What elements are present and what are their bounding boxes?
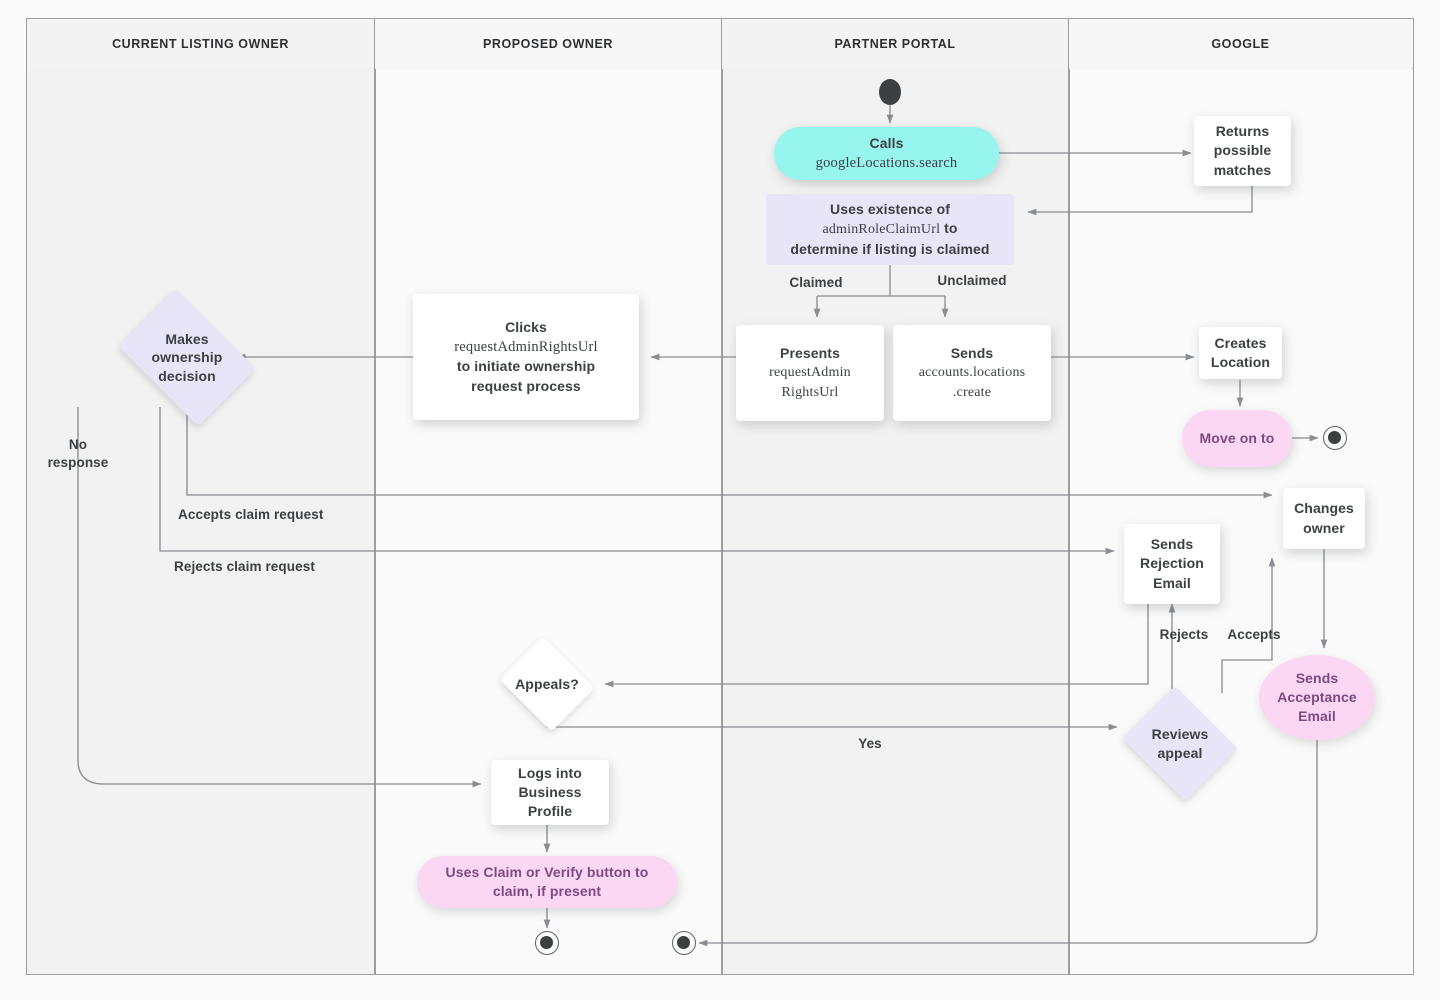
node-clicks-line4: request process bbox=[471, 377, 581, 394]
node-sends-create-line1: Sends bbox=[950, 345, 994, 362]
edge-label-rejects: Rejects bbox=[1159, 627, 1209, 642]
start-node bbox=[879, 79, 901, 105]
lane-current-listing-owner bbox=[27, 19, 374, 974]
lane-divider-2 bbox=[721, 19, 723, 974]
node-move-on-to[interactable]: Move on to bbox=[1182, 410, 1292, 467]
node-sends-accounts-locations-create[interactable]: Sends accounts.locations .create bbox=[893, 325, 1051, 421]
node-uses-existence-line3: determine if listing is claimed bbox=[790, 240, 990, 257]
node-reviews-appeal[interactable]: Reviews appeal bbox=[1117, 685, 1243, 802]
node-clicks-line1: Clicks bbox=[505, 319, 547, 336]
node-makes-ownership-decision[interactable]: Makes ownership decision bbox=[107, 288, 267, 427]
lane-proposed-owner bbox=[374, 19, 721, 974]
edge-label-accepts-claim-request: Accepts claim request bbox=[178, 507, 324, 522]
node-sends-acceptance-email-label: Sends Acceptance Email bbox=[1277, 669, 1357, 725]
node-sends-create-line2: accounts.locations bbox=[918, 365, 1026, 381]
node-clicks-requestadminrightsurl[interactable]: Clicks requestAdminRightsUrl to initiate… bbox=[413, 294, 639, 420]
node-reviews-appeal-label: Reviews appeal bbox=[1151, 726, 1209, 761]
node-clicks-line3: to initiate ownership bbox=[456, 358, 596, 375]
node-creates-location[interactable]: Creates Location bbox=[1199, 327, 1282, 379]
node-returns-label: Returns possible matches bbox=[1213, 123, 1272, 178]
end-node-proposed-owner bbox=[535, 931, 559, 955]
edge-label-no-response: No response bbox=[47, 437, 109, 471]
node-presents-requestadminrightsurl[interactable]: Presents requestAdmin RightsUrl bbox=[736, 325, 884, 421]
node-clicks-line2: requestAdminRightsUrl bbox=[454, 339, 598, 356]
node-uses-claim-or-verify[interactable]: Uses Claim or Verify button to claim, if… bbox=[417, 856, 677, 908]
edge-label-yes: Yes bbox=[858, 736, 882, 751]
node-uses-existence-line2-suffix: to bbox=[940, 220, 958, 237]
node-calls-line2: googleLocations.search bbox=[815, 155, 958, 172]
node-uses-existence-line2: adminRoleClaimUrl bbox=[822, 222, 941, 238]
node-calls-googlelocations-search[interactable]: Calls googleLocations.search bbox=[774, 127, 999, 180]
lane-header-current-listing-owner: CURRENT LISTING OWNER bbox=[27, 19, 374, 69]
node-sends-acceptance-email[interactable]: Sends Acceptance Email bbox=[1259, 655, 1375, 740]
lane-header-proposed-owner: PROPOSED OWNER bbox=[375, 19, 721, 69]
node-presents-line3: RightsUrl bbox=[781, 384, 839, 400]
lane-header-google: GOOGLE bbox=[1069, 19, 1412, 69]
end-node-google bbox=[1323, 426, 1347, 450]
lane-divider-1 bbox=[374, 19, 376, 974]
node-logs-into-business-profile[interactable]: Logs into Business Profile bbox=[491, 760, 609, 825]
node-calls-line1: Calls bbox=[869, 134, 904, 151]
edge-label-rejects-claim-request: Rejects claim request bbox=[174, 559, 315, 574]
edge-label-claimed: Claimed bbox=[789, 275, 843, 290]
node-changes-owner[interactable]: Changes owner bbox=[1283, 488, 1365, 549]
edge-label-accepts: Accepts bbox=[1227, 627, 1281, 642]
node-uses-claim-or-verify-label: Uses Claim or Verify button to claim, if… bbox=[445, 863, 649, 899]
node-changes-owner-label: Changes owner bbox=[1294, 500, 1354, 536]
node-sends-create-line3: .create bbox=[952, 384, 992, 400]
node-returns-possible-matches[interactable]: Returns possible matches bbox=[1194, 116, 1291, 186]
node-sends-rejection-email-label: Sends Rejection Email bbox=[1140, 536, 1204, 591]
lane-divider-3 bbox=[1068, 19, 1070, 974]
node-makes-ownership-decision-label: Makes ownership decision bbox=[151, 330, 223, 384]
edge-label-unclaimed: Unclaimed bbox=[937, 273, 1007, 288]
node-presents-line2: requestAdmin bbox=[769, 365, 851, 381]
end-node-partner-portal bbox=[672, 931, 696, 955]
lane-header-row: CURRENT LISTING OWNER PROPOSED OWNER PAR… bbox=[27, 19, 1413, 69]
node-presents-line1: Presents bbox=[780, 345, 840, 362]
node-logs-into-label: Logs into Business Profile bbox=[518, 764, 582, 820]
node-uses-existence-adminroleclaimurl[interactable]: Uses existence of adminRoleClaimUrl to d… bbox=[766, 194, 1014, 265]
node-move-on-to-label: Move on to bbox=[1199, 429, 1275, 446]
node-uses-existence-line1: Uses existence of bbox=[830, 201, 950, 218]
node-creates-location-label: Creates Location bbox=[1210, 334, 1271, 370]
node-appeals-decision[interactable]: Appeals? bbox=[495, 636, 599, 732]
node-sends-rejection-email[interactable]: Sends Rejection Email bbox=[1124, 524, 1220, 604]
lane-header-partner-portal: PARTNER PORTAL bbox=[722, 19, 1068, 69]
node-appeals-label: Appeals? bbox=[515, 675, 579, 692]
